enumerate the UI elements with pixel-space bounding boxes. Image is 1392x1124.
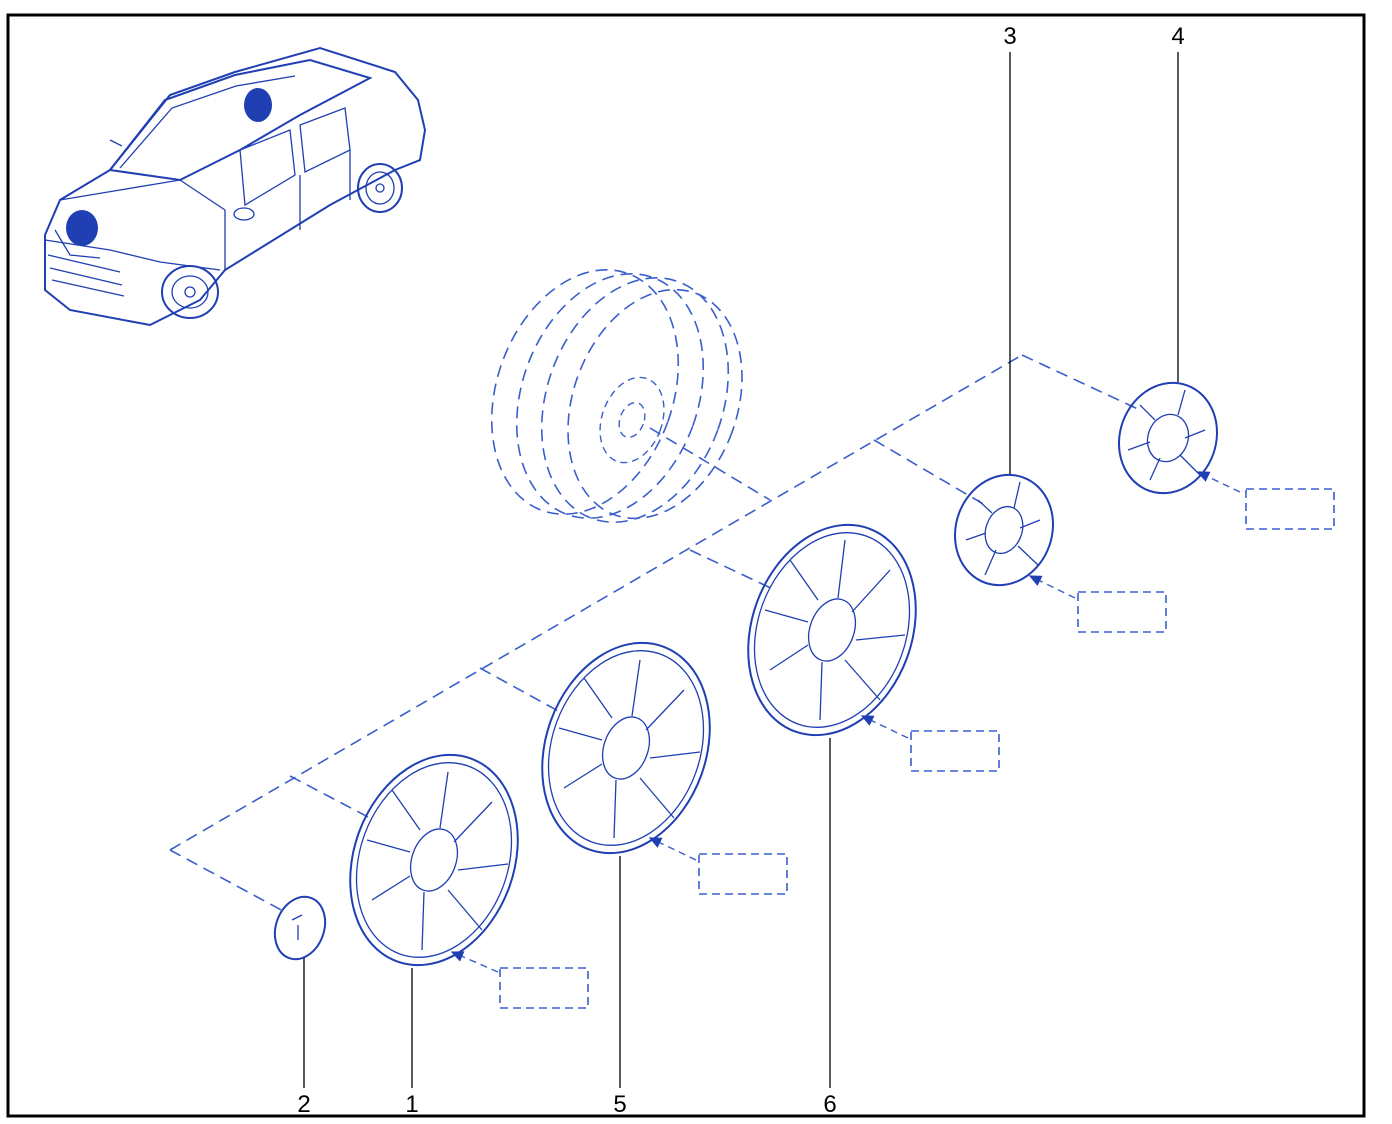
reference-arrows	[450, 471, 1241, 973]
reference-box-part-3	[1077, 591, 1167, 633]
location-marker-front	[66, 210, 98, 246]
part-1-wheel-trim-icon	[349, 753, 519, 967]
assembly-axis-lines	[169, 354, 1141, 913]
callout-leader-lines	[303, 52, 1179, 1088]
part-2-center-cap-icon	[273, 895, 327, 961]
steel-wheel-icon	[490, 269, 743, 523]
callout-labels: 3 4 2 1 5 6	[297, 23, 1184, 1118]
part-4-hub-cap-icon	[1117, 381, 1219, 495]
reference-box-part-6	[910, 730, 1000, 772]
callout-part-3: 3	[1003, 23, 1016, 50]
car-thumbnail-icon	[44, 46, 427, 327]
callout-part-6: 6	[823, 1091, 836, 1118]
part-6-wheel-trim-icon	[747, 523, 917, 737]
reference-box-part-1	[499, 967, 589, 1009]
callout-part-1: 1	[405, 1091, 418, 1118]
location-marker-rear	[244, 88, 272, 122]
callout-part-2: 2	[297, 1091, 310, 1118]
part-3-hub-cap-icon	[953, 473, 1055, 587]
reference-box-part-5	[698, 853, 788, 895]
callout-part-4: 4	[1171, 23, 1184, 50]
reference-boxes	[499, 488, 1335, 1009]
diagram-frame	[6, 13, 1366, 1118]
callout-part-5: 5	[613, 1091, 626, 1118]
part-5-wheel-trim-icon	[541, 641, 711, 855]
reference-box-part-4	[1245, 488, 1335, 530]
